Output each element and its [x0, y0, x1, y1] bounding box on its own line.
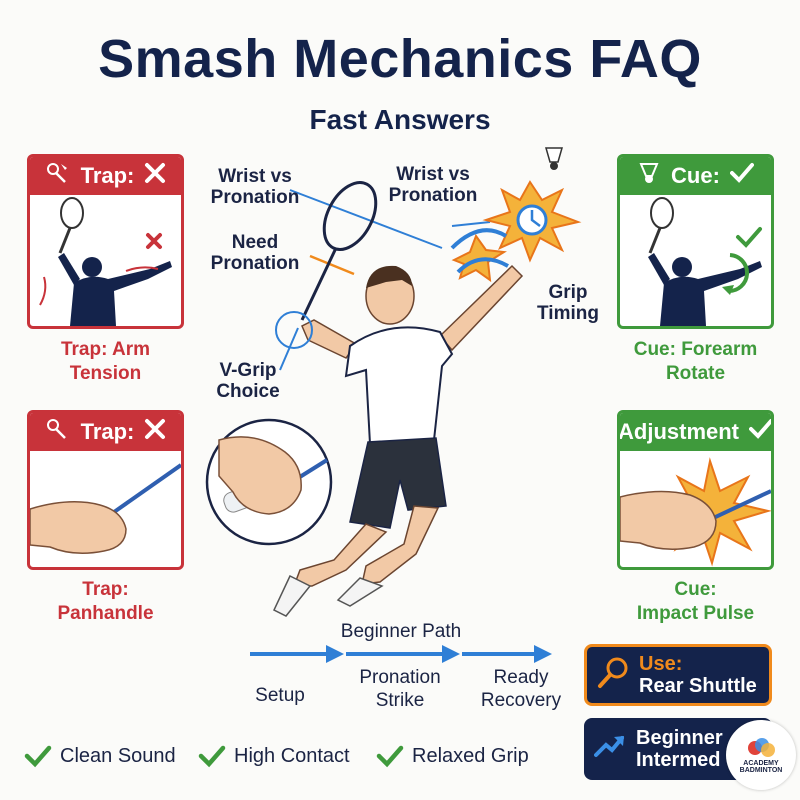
checklist-item: High Contact	[198, 744, 350, 768]
panhandle-grip-illustration	[30, 463, 181, 554]
page-title: Smash Mechanics FAQ	[98, 29, 702, 89]
trap-caption-panhandle: Trap:Panhandle	[57, 579, 154, 624]
check-icon	[198, 745, 226, 768]
shuttle-racket-icon	[45, 162, 71, 190]
x-icon	[144, 162, 166, 190]
racket-icon	[45, 418, 71, 446]
trap-card-title: Trap:	[80, 419, 135, 444]
trap-card-header: Trap:	[30, 157, 181, 195]
racket-icon	[597, 655, 631, 695]
level-line-1: Beginner	[636, 727, 723, 749]
adjustment-card-header: Adjustment	[620, 413, 771, 451]
level-line-2: Intermed	[636, 749, 721, 771]
shuttlecock-icon	[637, 162, 661, 190]
check-icon	[376, 745, 404, 768]
checklist-item: Clean Sound	[24, 744, 176, 768]
check-icon	[24, 745, 52, 768]
player-smash-illustration	[273, 147, 582, 617]
checklist-item: Relaxed Grip	[376, 744, 529, 768]
impact-pulse-illustration	[620, 457, 771, 567]
trap-card-panhandle: Trap:	[27, 410, 184, 570]
forearm-rotate-illustration	[648, 197, 762, 326]
v-grip-zoom-illustration	[205, 418, 333, 546]
trend-up-icon	[594, 733, 626, 765]
adjustment-card-title: Adjustment	[618, 419, 739, 444]
trap-card-title: Trap:	[80, 163, 135, 188]
adjustment-card: Adjustment	[617, 410, 774, 570]
beginner-path-arrows	[250, 645, 552, 663]
cue-caption-impact: Cue:Impact Pulse	[636, 579, 755, 624]
trap-card-header: Trap:	[30, 413, 181, 451]
check-icon	[749, 418, 771, 446]
check-icon	[729, 162, 754, 190]
cue-card-title: Cue:	[671, 163, 720, 188]
page-subtitle: Fast Answers	[309, 104, 491, 135]
academy-logo: ACADEMY BADMINTON	[726, 720, 796, 790]
cue-card-header: Cue:	[620, 157, 771, 195]
logo-emblem-icon	[748, 738, 775, 757]
use-value: Rear Shuttle	[639, 675, 757, 697]
x-icon	[144, 418, 166, 446]
trap-card-arm-tension: Trap:	[27, 154, 184, 329]
use-rear-shuttle-box: Use: Rear Shuttle	[584, 644, 772, 706]
logo-text-2: BADMINTON	[739, 767, 783, 774]
beginner-path-title: Beginner Path	[340, 621, 462, 642]
use-label: Use:	[639, 653, 683, 675]
logo-text-1: ACADEMY	[743, 760, 779, 767]
path-step-setup: Setup	[255, 685, 305, 706]
cue-card-forearm: Cue:	[617, 154, 774, 329]
arm-tension-illustration	[39, 197, 172, 326]
